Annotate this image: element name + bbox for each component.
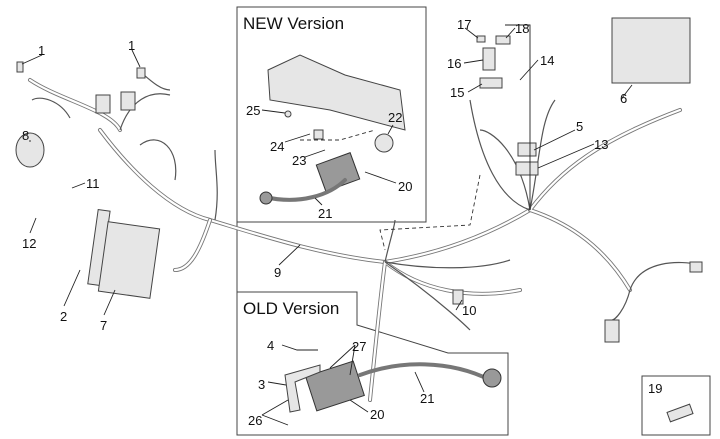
part-19-box <box>641 375 711 436</box>
parts <box>15 17 703 423</box>
bulb <box>16 61 24 73</box>
callout-3: 3 <box>258 377 265 392</box>
horn <box>15 132 45 168</box>
battery <box>611 17 691 84</box>
callout-20: 20 <box>370 407 384 422</box>
callout-27: 27 <box>352 339 366 354</box>
callout-2: 2 <box>60 309 67 324</box>
callout-12: 12 <box>22 236 36 251</box>
bulb <box>136 67 146 79</box>
callout-21: 21 <box>318 206 332 221</box>
callout-11: 11 <box>86 176 100 191</box>
nut <box>284 110 292 118</box>
connector-end <box>689 261 703 273</box>
voltage-regulator <box>97 221 161 299</box>
leader-lines <box>21 24 633 426</box>
callout-16: 16 <box>447 56 461 71</box>
connector <box>95 94 111 114</box>
callout-5: 5 <box>576 119 583 134</box>
spark-plug-cap <box>259 191 273 205</box>
old-version-box <box>236 222 509 436</box>
callout-22: 22 <box>388 110 402 125</box>
main-harness <box>28 69 701 402</box>
callout-14: 14 <box>540 53 554 68</box>
part-19 <box>666 403 694 423</box>
callout-26: 26 <box>248 413 262 428</box>
old-version-title: OLD Version <box>243 299 339 318</box>
callout-4: 4 <box>267 338 274 353</box>
frame-outline <box>267 54 406 131</box>
callout-8: 8 <box>22 128 29 143</box>
new-version-box <box>236 6 427 223</box>
connector <box>120 91 136 111</box>
spacer <box>313 129 324 140</box>
sensor <box>374 133 394 153</box>
callout-9: 9 <box>274 265 281 280</box>
fuse-holder <box>495 35 511 45</box>
connector-10 <box>452 289 464 305</box>
new-version-title: NEW Version <box>243 14 344 33</box>
callout-19: 19 <box>648 381 662 396</box>
holder <box>479 77 503 89</box>
callout-17: 17 <box>457 17 471 32</box>
relay-5 <box>517 142 537 157</box>
connector-end <box>604 319 620 343</box>
callout-7: 7 <box>100 318 107 333</box>
callout-10: 10 <box>462 303 476 318</box>
bracket-3 <box>284 364 321 413</box>
callout-1: 1 <box>38 43 45 58</box>
callout-13: 13 <box>594 137 608 152</box>
callout-1: 1 <box>128 38 135 53</box>
relay <box>482 47 496 71</box>
callout-25: 25 <box>246 103 260 118</box>
callout-6: 6 <box>620 91 627 106</box>
fuse <box>476 35 486 43</box>
callout-20: 20 <box>398 179 412 194</box>
ignition-coil-old <box>305 360 365 412</box>
callout-21: 21 <box>420 391 434 406</box>
ignition-coil-new <box>315 152 361 192</box>
callout-24: 24 <box>270 139 284 154</box>
spark-plug-cap-old <box>482 368 502 388</box>
callout-23: 23 <box>292 153 306 168</box>
callout-15: 15 <box>450 85 464 100</box>
callout-18: 18 <box>515 21 529 36</box>
relay-13 <box>515 161 539 176</box>
